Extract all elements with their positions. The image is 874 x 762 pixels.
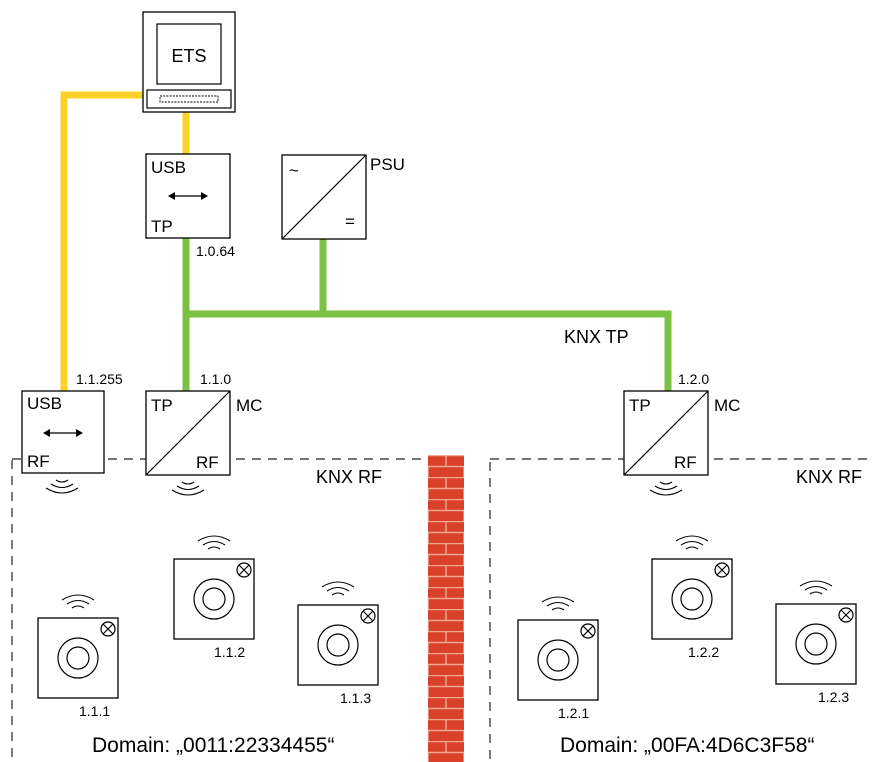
usb-tp-address: 1.0.64 [196, 243, 235, 259]
coupler2-bottom-label: RF [674, 453, 697, 472]
device-address: 1.1.1 [79, 703, 110, 719]
rf-device-1-2-3: 1.2.3 [775, 580, 857, 705]
usb-tp-bottom-label: TP [151, 217, 173, 236]
psu-ac-symbol: ~ [289, 161, 299, 180]
radio-waves-icon [171, 481, 205, 496]
usb-rf-top-label: USB [27, 394, 62, 413]
rf-zone-left-label: KNX RF [316, 467, 382, 487]
ets-workstation: ETS [142, 11, 236, 113]
radio-waves-icon [649, 481, 683, 496]
usb-rf-interface: USB RF 1.1.255 [21, 371, 123, 494]
coupler1-bottom-label: RF [196, 453, 219, 472]
coupler1-address: 1.1.0 [200, 371, 231, 387]
device-address: 1.2.2 [688, 644, 719, 660]
domain-left-label: Domain: „0011:22334455“ [92, 734, 334, 757]
close-indicator-icon [838, 607, 854, 623]
usb-cables [60, 91, 190, 392]
radio-waves-icon [675, 535, 709, 550]
coupler1-type-label: MC [236, 396, 262, 415]
close-indicator-icon [100, 621, 116, 637]
radio-waves-icon [61, 594, 95, 609]
knx-tp-label: KNX TP [564, 327, 629, 347]
device-address: 1.2.1 [558, 705, 589, 721]
rf-device-1-2-2: 1.2.2 [651, 535, 733, 660]
usb-rf-bottom-label: RF [27, 452, 50, 471]
usb-tp-top-label: USB [151, 158, 186, 177]
coupler2-address: 1.2.0 [678, 371, 709, 387]
device-address: 1.2.3 [818, 689, 849, 705]
knx-tp-bus-line [182, 236, 672, 392]
close-indicator-icon [360, 608, 376, 624]
media-coupler-1: TP RF MC 1.1.0 [145, 371, 262, 496]
rf-device-1-2-1: 1.2.1 [517, 596, 599, 721]
usb-tp-interface: USB TP 1.0.64 [145, 153, 235, 259]
rf-device-1-1-1: 1.1.1 [37, 594, 119, 719]
coupler1-top-label: TP [151, 396, 173, 415]
radio-waves-icon [541, 596, 575, 611]
rf-device-1-1-3: 1.1.3 [297, 581, 379, 706]
psu-label: PSU [370, 155, 405, 174]
power-supply-unit: ~ = PSU [281, 154, 405, 240]
radio-waves-icon [799, 580, 833, 595]
rf-zone-right-label: KNX RF [796, 467, 862, 487]
close-indicator-icon [580, 623, 596, 639]
close-indicator-icon [714, 562, 730, 578]
rf-device-1-1-2: 1.1.2 [173, 535, 255, 660]
psu-dc-symbol: = [345, 212, 355, 231]
media-coupler-2: TP RF MC 1.2.0 [623, 371, 740, 496]
ets-label: ETS [171, 46, 206, 66]
close-indicator-icon [236, 562, 252, 578]
radio-waves-icon [321, 581, 355, 596]
radio-waves-icon [45, 479, 79, 494]
usb-rf-address: 1.1.255 [76, 371, 123, 387]
brick-wall [428, 455, 464, 762]
radio-waves-icon [197, 535, 231, 550]
domain-right-label: Domain: „00FA:4D6C3F58“ [560, 734, 814, 757]
coupler2-type-label: MC [714, 396, 740, 415]
device-address: 1.1.2 [214, 644, 245, 660]
coupler2-top-label: TP [629, 396, 651, 415]
device-address: 1.1.3 [340, 690, 371, 706]
